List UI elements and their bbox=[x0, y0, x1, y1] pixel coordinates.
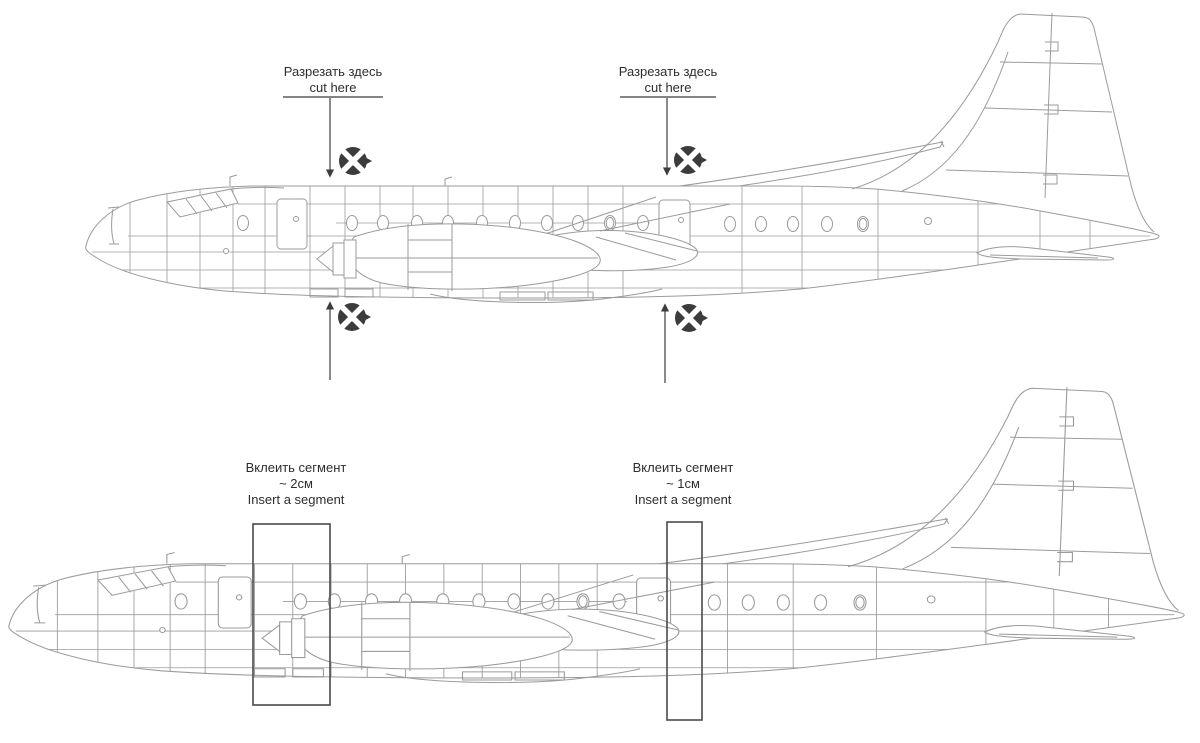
top-aircraft-drawing bbox=[86, 13, 1159, 303]
scissors-icon bbox=[338, 303, 371, 331]
insert-segment-label-2cm-ru: Вклеить сегмент bbox=[245, 460, 347, 475]
cut-here-label-1-en: cut here bbox=[309, 80, 357, 95]
insert-segment-label-2cm-en: Insert a segment bbox=[247, 492, 345, 507]
cut-here-label-1: Разрезать здесь cut here bbox=[223, 64, 443, 96]
cut-here-label-2-en: cut here bbox=[644, 80, 692, 95]
insert-segment-label-1cm-ru: Вклеить сегмент bbox=[632, 460, 734, 475]
bottom-aircraft-drawing bbox=[9, 387, 1184, 682]
insert-segment-label-1cm: Вклеить сегмент ~ 1см Insert a segment bbox=[573, 460, 793, 508]
cut-here-label-2: Разрезать здесь cut here bbox=[558, 64, 778, 96]
insert-segment-rect-2cm bbox=[252, 523, 331, 706]
scissors-icon bbox=[675, 304, 708, 332]
scissors-icon bbox=[674, 146, 707, 174]
insert-segment-label-2cm: Вклеить сегмент ~ 2см Insert a segment bbox=[186, 460, 406, 508]
cut-here-label-1-ru: Разрезать здесь bbox=[283, 64, 383, 79]
insert-segment-label-1cm-size: ~ 1см bbox=[666, 476, 700, 491]
insert-segment-rect-1cm bbox=[666, 521, 703, 721]
insert-segment-label-1cm-en: Insert a segment bbox=[634, 492, 732, 507]
cut-here-label-2-ru: Разрезать здесь bbox=[618, 64, 718, 79]
scissors-icon bbox=[339, 147, 372, 175]
insert-segment-label-2cm-size: ~ 2см bbox=[279, 476, 313, 491]
